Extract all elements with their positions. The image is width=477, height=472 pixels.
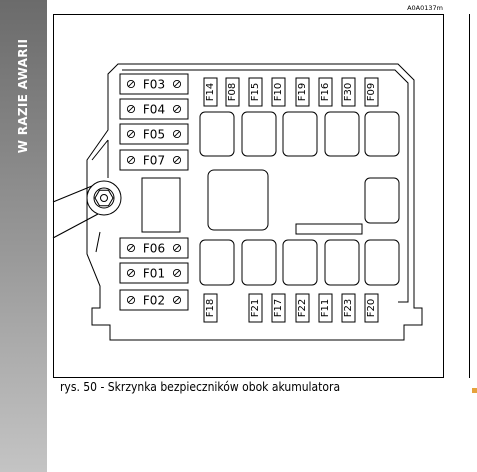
fuse-holder-vertical: F19 xyxy=(295,77,310,107)
relay-row-lower xyxy=(199,239,400,286)
terminal-bolt-center xyxy=(100,194,108,202)
fuse-holder-vertical: F14 xyxy=(203,77,218,107)
screw-icon xyxy=(126,295,136,305)
fuse-box-outline xyxy=(86,63,423,341)
fuse-label: F08 xyxy=(227,83,238,101)
terminal-bolt-nut xyxy=(94,189,114,207)
terminal-bolt-outer xyxy=(86,180,122,216)
section-side-tab: W RAZIE AWARII xyxy=(0,0,47,472)
fuse-label: F09 xyxy=(366,83,377,101)
fuse-label: F06 xyxy=(143,242,165,256)
fuse-box-inner-outline xyxy=(122,69,409,303)
fuse-holder-vertical: F21 xyxy=(248,293,263,323)
fuse-label: F18 xyxy=(205,299,216,317)
fuse-label: F19 xyxy=(297,83,308,101)
fuse-holder-vertical: F11 xyxy=(318,293,333,323)
fuse-label: F15 xyxy=(250,83,261,101)
fuse-holder-vertical: F18 xyxy=(203,293,218,323)
terminal-bolt-ring xyxy=(93,187,115,209)
fuse-group-top-row: F14 F08 F15 F10 F19 F16 F30 F09 xyxy=(203,77,379,107)
fuse-holder-vertical: F23 xyxy=(341,293,356,323)
fuse-label: F30 xyxy=(343,83,354,101)
screw-icon xyxy=(126,104,136,114)
fuse-label: F17 xyxy=(273,299,284,317)
screw-icon xyxy=(172,129,182,139)
screw-icon xyxy=(126,243,136,253)
fuse-label: F11 xyxy=(320,299,331,317)
fuse-holder-horizontal: F05 xyxy=(119,123,189,145)
fuse-label: F10 xyxy=(273,83,284,101)
fuse-group-bottom-row: F18 F21 F17 F22 F11 F23 F20 xyxy=(203,293,379,323)
fuse-holder-vertical: F30 xyxy=(341,77,356,107)
screw-icon xyxy=(126,155,136,165)
fuse-holder-vertical: F17 xyxy=(271,293,286,323)
relay-row-upper xyxy=(199,111,400,157)
fuse-holder-horizontal: F04 xyxy=(119,98,189,120)
relay-right xyxy=(364,177,400,224)
fuse-label: F20 xyxy=(366,299,377,317)
battery-wire-top xyxy=(52,185,93,203)
relay-slot-left xyxy=(141,177,181,233)
screw-icon xyxy=(126,129,136,139)
fuse-label: F02 xyxy=(143,294,165,308)
fuse-holder-vertical: F22 xyxy=(295,293,310,323)
fuse-label: F01 xyxy=(143,267,165,281)
battery-wire-bottom xyxy=(52,213,99,239)
fuse-holder-vertical: F08 xyxy=(225,77,240,107)
fuse-holder-vertical: F20 xyxy=(364,293,379,323)
fuse-holder-horizontal: F06 xyxy=(119,237,189,259)
fuse-label: F14 xyxy=(205,83,216,101)
fuse-holder-vertical: F15 xyxy=(248,77,263,107)
screw-icon xyxy=(126,79,136,89)
figure-caption: rys. 50 - Skrzynka bezpieczników obok ak… xyxy=(60,380,341,394)
fuse-holder-horizontal: F01 xyxy=(119,262,189,284)
fuse-holder-vertical: F09 xyxy=(364,77,379,107)
adjacent-page-mark xyxy=(472,388,477,393)
fuse-label: F07 xyxy=(143,154,165,168)
bracket-lines xyxy=(91,139,109,253)
fuse-label: F05 xyxy=(143,128,165,142)
screw-icon xyxy=(172,243,182,253)
screw-icon xyxy=(172,295,182,305)
figure-code: A0A0137m xyxy=(407,4,443,12)
fuse-holder-horizontal: F07 xyxy=(119,149,189,171)
fuse-label: F22 xyxy=(297,299,308,317)
screw-icon xyxy=(172,79,182,89)
screw-icon xyxy=(172,155,182,165)
fuse-holder-horizontal: F02 xyxy=(119,289,189,311)
fuse-label: F23 xyxy=(343,299,354,317)
screw-icon xyxy=(172,268,182,278)
fuse-label: F04 xyxy=(143,103,165,117)
relay-large-center xyxy=(207,169,269,231)
screw-icon xyxy=(126,268,136,278)
fuse-label: F03 xyxy=(143,78,165,92)
fuse-label: F16 xyxy=(320,83,331,101)
adjacent-page-rule xyxy=(469,14,470,378)
relay-bar xyxy=(295,223,363,235)
fuse-holder-vertical: F10 xyxy=(271,77,286,107)
fuse-label: F21 xyxy=(250,299,261,317)
fuse-holder-horizontal: F03 xyxy=(119,73,189,95)
screw-icon xyxy=(172,104,182,114)
fuse-holder-vertical: F16 xyxy=(318,77,333,107)
